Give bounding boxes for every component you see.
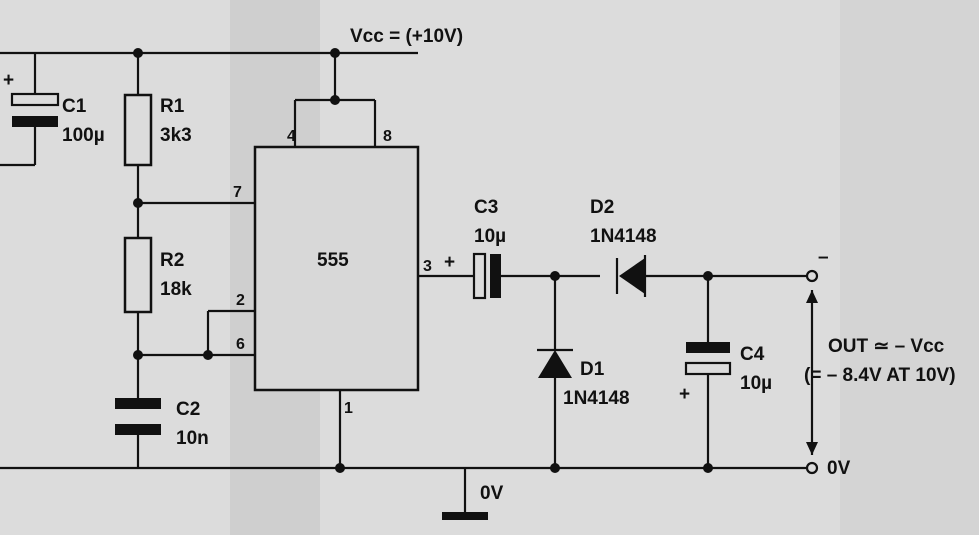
junction-dot: [330, 48, 340, 58]
c2-plate-top: [115, 398, 161, 409]
pin-2-label: 2: [236, 292, 245, 309]
diode-d1: D1 1N4148: [537, 348, 630, 409]
out-zero-label: 0V: [827, 458, 851, 479]
c1-name: C1: [62, 96, 87, 117]
junction-dot: [203, 350, 213, 360]
ground-label: 0V: [480, 483, 504, 504]
out-zero-terminal: [805, 461, 819, 475]
d1-body: [538, 350, 572, 378]
c4-plate-positive: [684, 361, 732, 376]
c2-value: 10n: [176, 428, 209, 449]
junction-dot: [133, 350, 143, 360]
d2-body: [619, 258, 645, 294]
c1-polarity: +: [3, 70, 14, 91]
capacitor-c3: + C3 10µ: [444, 197, 506, 300]
r2-name: R2: [160, 250, 184, 271]
resistor-r1: R1 3k3: [123, 93, 192, 167]
pin-6-label: 6: [236, 336, 245, 353]
out-minus-label: –: [818, 247, 829, 268]
junction-dot: [335, 463, 345, 473]
c1-plate-positive: [10, 92, 60, 107]
capacitor-c2: C2 10n: [115, 398, 209, 449]
c4-polarity: +: [679, 384, 690, 405]
c2-plate-bottom: [115, 424, 161, 435]
c4-value: 10µ: [740, 373, 772, 394]
out-arrow-head-down: [806, 442, 818, 455]
junction-dot: [330, 95, 340, 105]
c3-plate-negative: [490, 254, 501, 298]
r1-body: [123, 93, 153, 167]
d2-value: 1N4148: [590, 226, 657, 247]
c3-polarity: +: [444, 252, 455, 273]
pin-3-label: 3: [423, 258, 432, 275]
pin-4-label: 4: [287, 128, 296, 145]
junction-dot: [703, 463, 713, 473]
pin-8-label: 8: [383, 128, 392, 145]
pin-1-label: 1: [344, 400, 353, 417]
c3-plate-positive: [472, 252, 487, 300]
out-detail: (= – 8.4V AT 10V): [804, 365, 956, 386]
out-arrow-head-up: [806, 290, 818, 303]
ground-icon: [442, 512, 488, 520]
pin-7-label: 7: [233, 184, 242, 201]
c4-name: C4: [740, 344, 765, 365]
c1-value: 100µ: [62, 125, 105, 146]
r1-name: R1: [160, 96, 185, 117]
junction-dot: [550, 271, 560, 281]
junctions: [133, 48, 713, 473]
resistor-r2: R2 18k: [123, 236, 192, 314]
background-column-right: [840, 0, 979, 535]
c1-plate-negative: [12, 116, 58, 127]
output-terminals: – OUT ≃ – Vcc (= – 8.4V AT 10V) 0V: [804, 247, 956, 479]
capacitor-c4: + C4 10µ: [679, 342, 772, 405]
junction-dot: [550, 463, 560, 473]
r2-body: [123, 236, 153, 314]
c3-name: C3: [474, 197, 498, 218]
d1-name: D1: [580, 359, 605, 380]
ic-name: 555: [317, 250, 349, 271]
c4-plate-negative: [686, 342, 730, 353]
capacitor-c1: + C1 100µ: [3, 70, 105, 146]
c2-name: C2: [176, 399, 200, 420]
ic-555-body: [253, 145, 420, 392]
out-label: OUT ≃ – Vcc: [828, 336, 945, 357]
r2-value: 18k: [160, 279, 192, 300]
r1-value: 3k3: [160, 125, 192, 146]
d1-value: 1N4148: [563, 388, 630, 409]
ground-symbol: 0V: [442, 483, 504, 520]
d2-name: D2: [590, 197, 614, 218]
junction-dot: [703, 271, 713, 281]
vcc-label: Vcc = (+10V): [350, 26, 463, 47]
out-negative-terminal: [805, 269, 819, 283]
c3-value: 10µ: [474, 226, 506, 247]
diode-d2: D2 1N4148: [590, 197, 657, 294]
junction-dot: [133, 48, 143, 58]
junction-dot: [133, 198, 143, 208]
